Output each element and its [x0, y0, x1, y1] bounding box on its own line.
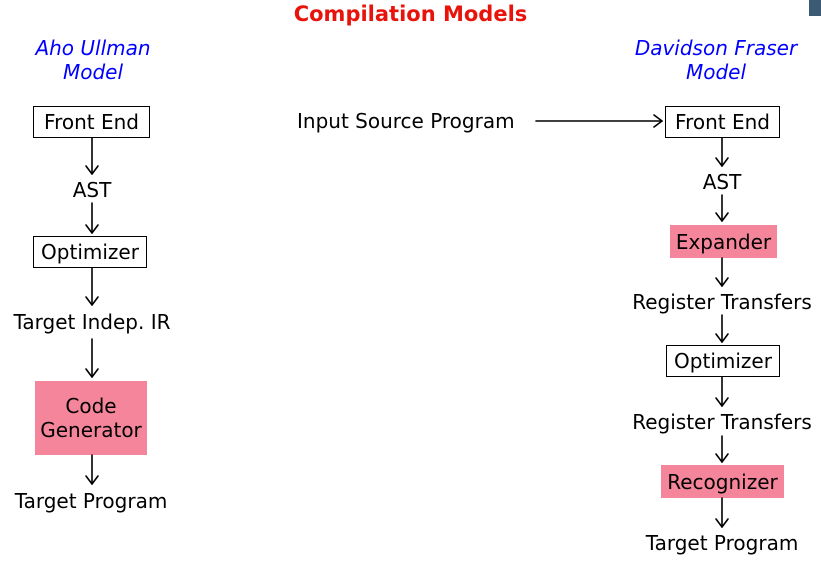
arrow-left-frontend-to-ast	[85, 137, 99, 175]
arrow-right-rt1-to-optimizer	[715, 314, 729, 343]
davidson-fraser-model-title: Davidson Fraser Model	[626, 36, 806, 84]
arrow-right-ast-to-expander	[715, 194, 729, 222]
arrow-input-to-frontend	[535, 114, 663, 128]
right-recognizer-label: Recognizer	[667, 469, 778, 494]
right-optimizer-box: Optimizer	[666, 345, 780, 377]
aho-ullman-title-line2: Model	[62, 60, 124, 84]
arrow-right-optimizer-to-rt2	[715, 376, 729, 407]
right-expander-label: Expander	[675, 229, 772, 254]
arrow-left-codegen-to-target	[85, 454, 99, 485]
arrow-right-recognizer-to-target	[715, 497, 729, 528]
aho-ullman-model-title: Aho Ullman Model	[28, 36, 158, 84]
arrow-right-frontend-to-ast	[715, 137, 729, 167]
right-optimizer-label: Optimizer	[674, 349, 772, 373]
left-optimizer-label: Optimizer	[41, 240, 139, 264]
left-optimizer-box: Optimizer	[33, 236, 147, 268]
right-register-transfers-1-label: Register Transfers	[632, 290, 812, 314]
left-code-generator-line1: Code	[65, 394, 117, 418]
aho-ullman-title-line1: Aho Ullman	[35, 36, 151, 60]
left-target-program-label: Target Program	[14, 489, 168, 513]
left-code-generator-line2: Generator	[40, 418, 142, 442]
davidson-fraser-title-line2: Model	[685, 60, 747, 84]
left-code-generator-box: Code Generator	[35, 381, 147, 455]
right-target-program-label: Target Program	[645, 531, 799, 555]
left-ast-label: AST	[72, 178, 112, 202]
davidson-fraser-title-line1: Davidson Fraser	[634, 36, 798, 60]
left-target-indep-ir-label: Target Indep. IR	[13, 310, 171, 334]
arrow-left-ir-to-codegen	[85, 338, 99, 378]
arrow-right-expander-to-rt1	[715, 257, 729, 287]
right-register-transfers-2-label: Register Transfers	[632, 410, 812, 434]
arrow-left-ast-to-optimizer	[85, 202, 99, 234]
page-title: Compilation Models	[293, 2, 528, 26]
arrow-right-rt2-to-recognizer	[715, 435, 729, 463]
left-front-end-box: Front End	[33, 106, 150, 138]
right-expander-box: Expander	[670, 225, 777, 258]
right-ast-label: AST	[702, 170, 742, 194]
input-source-program-label: Input Source Program	[297, 109, 515, 133]
arrow-left-optimizer-to-ir	[85, 267, 99, 306]
right-front-end-label: Front End	[675, 110, 770, 134]
right-recognizer-box: Recognizer	[661, 465, 784, 498]
corner-tab	[809, 0, 821, 16]
left-front-end-label: Front End	[44, 110, 139, 134]
